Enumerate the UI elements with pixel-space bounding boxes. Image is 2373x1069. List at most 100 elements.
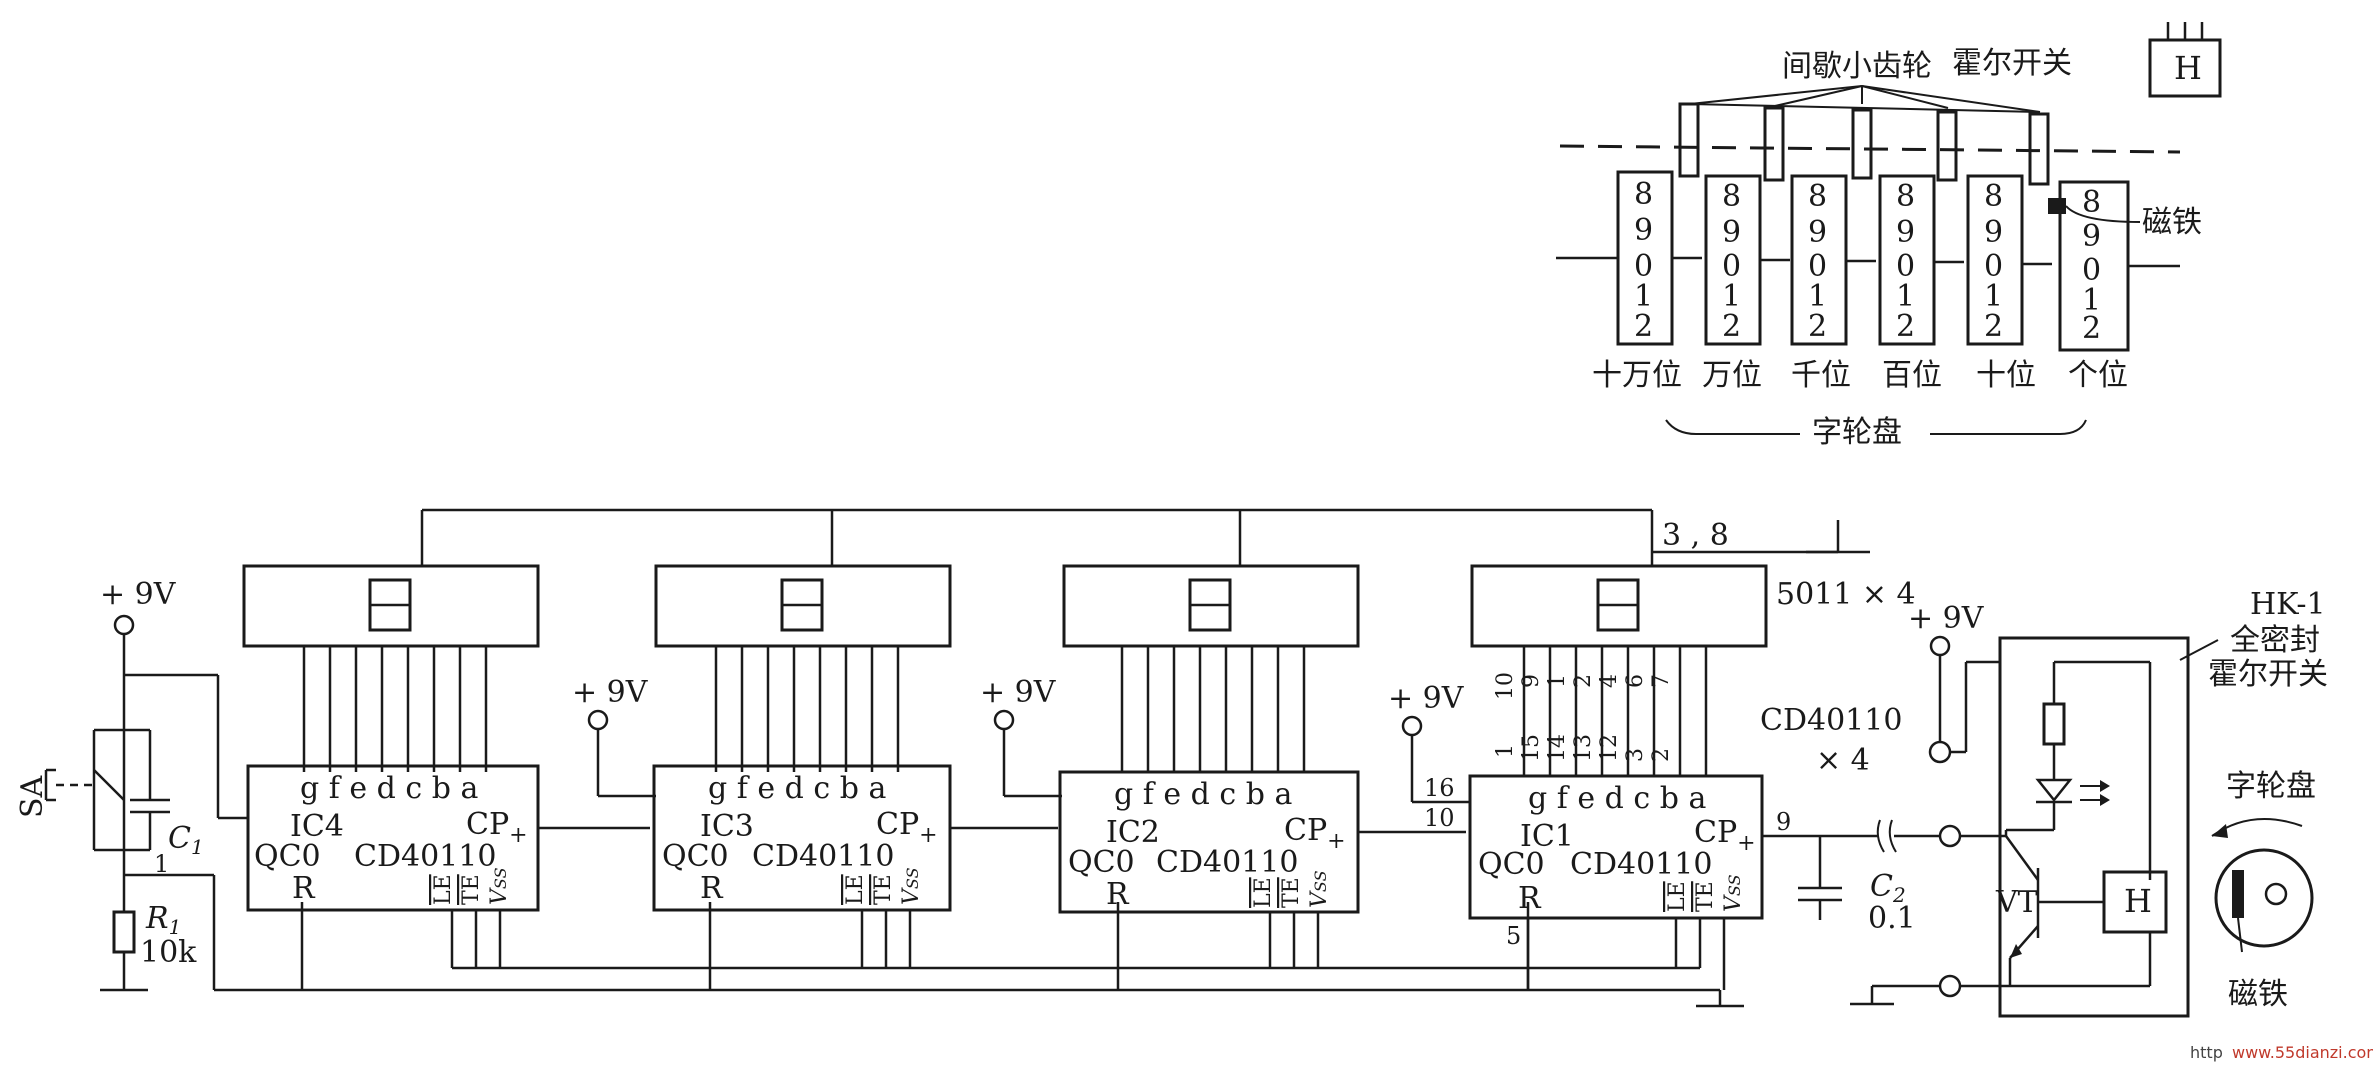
ic2-te: TE	[1279, 877, 1304, 908]
supply-left-label: + 9V	[100, 577, 177, 612]
ic1-te: TE	[1693, 881, 1718, 912]
supply-ic2-label: + 9V	[980, 675, 1057, 710]
svg-text:8: 8	[1808, 179, 1827, 214]
svg-text:2: 2	[1634, 309, 1653, 344]
ic1-part: CD40110	[1570, 847, 1712, 882]
ic1-pin-1: 1	[1493, 744, 1518, 758]
seven-seg-3	[780, 578, 824, 632]
ic4-part: CD40110	[354, 839, 496, 874]
ic3-vss: VSS	[899, 867, 924, 905]
ic1-r: R	[1518, 881, 1542, 916]
ic1-le: LE	[1665, 881, 1690, 912]
wheel-position-2: 万位	[1702, 358, 1762, 393]
seven-seg-4	[368, 578, 412, 632]
ic4-vss: VSS	[487, 867, 512, 905]
ic4-qco: QC0	[254, 839, 321, 874]
wheel-position-3: 千位	[1791, 358, 1851, 393]
counter-count-label: × 4	[1816, 743, 1870, 778]
svg-text:0: 0	[1722, 249, 1741, 284]
ic1-pin-16: 16	[1424, 774, 1455, 802]
ic3-le: LE	[843, 874, 868, 905]
ic2-vss: VSS	[1307, 870, 1332, 908]
hall-switch-label: 霍尔开关	[1952, 46, 2072, 81]
stage-ic4: g f e d c b a IC4 QC0 CD40110 CP+ R LE T…	[242, 564, 1700, 970]
c1-label: C1	[168, 821, 204, 859]
ic1-pin-13: 13	[1571, 734, 1596, 762]
svg-text:2: 2	[1984, 309, 2003, 344]
hall-sensor-letter: H	[2174, 49, 2202, 87]
ic1-body	[1468, 774, 1764, 920]
ic2-r: R	[1106, 877, 1130, 912]
hk1-line2: 全密封	[2230, 623, 2320, 658]
watermark-site: www.55dianzi.com	[2232, 1043, 2373, 1062]
c2-label: C2	[1870, 869, 1906, 907]
wheel-position-6: 个位	[2068, 358, 2128, 393]
seven-seg-2	[1188, 578, 1232, 632]
hall-chip-letter: H	[2124, 882, 2152, 920]
ic4-le: LE	[431, 874, 456, 905]
ic1-cp: CP+	[1694, 815, 1756, 856]
hk1-led	[2035, 778, 2110, 830]
display-pin-10: 10	[1493, 672, 1518, 700]
ic2-segment-labels: g f e d c b a	[1114, 777, 1292, 812]
ic1-pin-10-in: 10	[1424, 804, 1455, 832]
svg-text:9: 9	[2082, 219, 2101, 254]
svg-text:0: 0	[1808, 249, 1827, 284]
hk1-resistor	[2042, 702, 2066, 746]
ic4-segment-labels: g f e d c b a	[300, 771, 478, 806]
digit-wheel-3: 8 9 0 1 2	[1790, 174, 1848, 346]
hk1-module	[1998, 636, 2190, 1018]
svg-text:2: 2	[1896, 309, 1915, 344]
ic3-part: CD40110	[752, 839, 894, 874]
input-section: + 9V SA C1 1	[15, 577, 248, 992]
ic1-pin-2: 2	[1649, 748, 1674, 762]
svg-text:9: 9	[1984, 215, 2003, 250]
display-1	[1470, 564, 1768, 648]
r1-label: R1	[145, 901, 181, 939]
switch-sa-label: SA	[15, 775, 50, 818]
svg-text:9: 9	[1896, 215, 1915, 250]
svg-text:0: 0	[1984, 249, 2003, 284]
ic2-body	[1058, 770, 1360, 914]
svg-text:1: 1	[1984, 279, 2003, 314]
ic2-qco: QC0	[1068, 845, 1135, 880]
capacitor-c2: C2 0.1	[1798, 836, 1916, 936]
digit-wheel-2: 8 9 0 1 2	[1704, 174, 1762, 346]
svg-text:1: 1	[1722, 279, 1741, 314]
svg-text:2: 2	[1808, 309, 1827, 344]
dial-wheel: 字轮盘 磁铁	[2211, 769, 2316, 1012]
ic1-pin-9: 9	[1776, 808, 1791, 836]
ic4-te: TE	[459, 874, 484, 905]
ic1-pin-15: 15	[1519, 734, 1544, 762]
ic1-segment-labels: g f e d c b a	[1528, 781, 1706, 816]
ic1-pin-12: 12	[1597, 734, 1622, 762]
wheel-position-5: 十位	[1976, 358, 2036, 393]
hk1-title: HK-1	[2250, 587, 2326, 622]
svg-text:8: 8	[1896, 179, 1915, 214]
dial-wheel-label: 字轮盘	[2226, 769, 2316, 804]
dial-magnet-label: 磁铁	[2228, 977, 2288, 1012]
seven-seg-1	[1596, 578, 1640, 632]
bus-wires: 3 , 8	[124, 508, 1870, 1008]
c2-value: 0.1	[1868, 901, 1916, 936]
r1-value: 10k	[140, 935, 197, 970]
capacitor-c1: C1	[124, 728, 204, 859]
svg-text:8: 8	[1722, 179, 1741, 214]
resistor-r1: R1 10k	[100, 876, 197, 992]
hall-sensor-top: H	[2148, 22, 2222, 98]
svg-text:1: 1	[1634, 279, 1653, 314]
ic2-le: LE	[1251, 877, 1276, 908]
svg-text:9: 9	[1634, 213, 1653, 248]
svg-text:2: 2	[1722, 309, 1741, 344]
ic3-body	[652, 764, 952, 912]
magnet-label: 磁铁	[2142, 205, 2202, 240]
display-part-label: 5011 × 4	[1776, 577, 1916, 612]
ic1-pin-5: 5	[1506, 922, 1521, 950]
intermittent-gear-label: 间歇小齿轮	[1782, 49, 1932, 84]
svg-text:1: 1	[1896, 279, 1915, 314]
svg-text:0: 0	[1896, 249, 1915, 284]
ic1-pin-14: 14	[1545, 734, 1570, 762]
counter-part-label: CD40110	[1760, 703, 1902, 738]
hall-chip	[2102, 870, 2168, 934]
